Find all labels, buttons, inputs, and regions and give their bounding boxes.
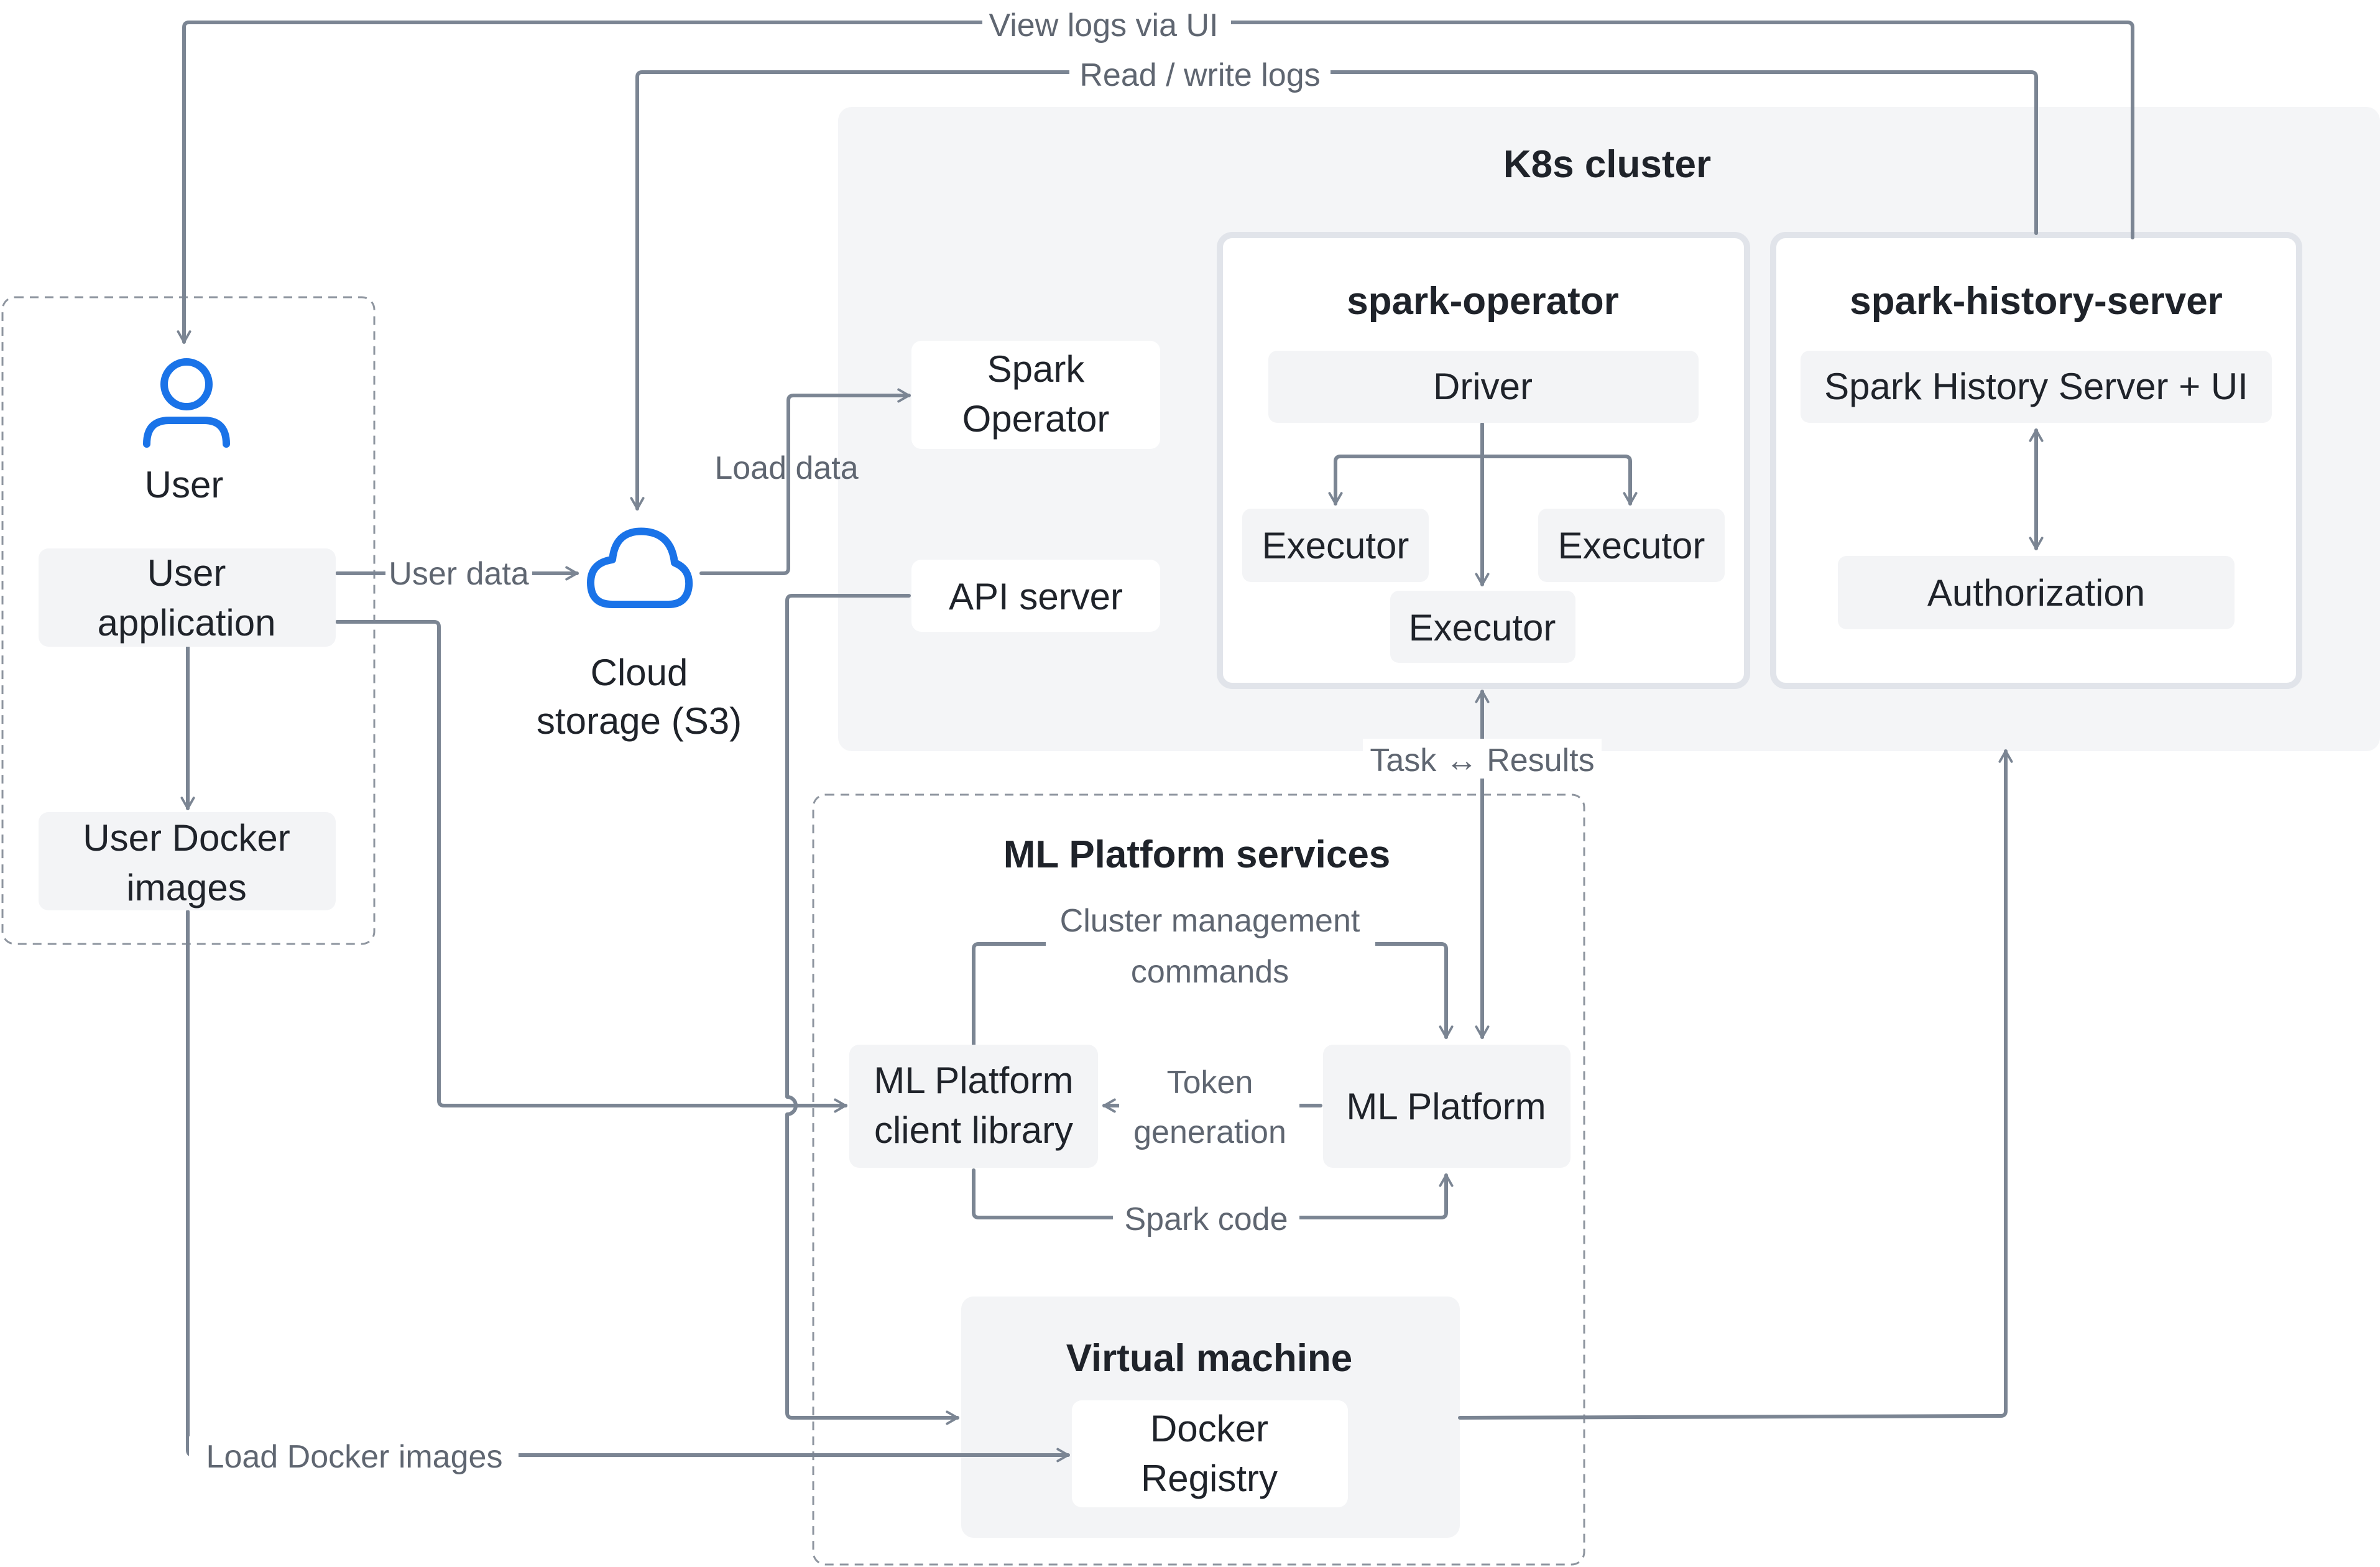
docker-registry-label-1: Docker [1150,1408,1268,1449]
authorization-node [1838,556,2235,629]
spark-operator-title: spark-operator [1347,280,1619,323]
user-docker-images-label-2: images [126,867,246,908]
label-cluster-management-2: commands [1131,954,1289,990]
edge-vm-to-k8s [1458,749,2013,1420]
ml-platform-client-label-1: ML Platform [874,1060,1073,1101]
driver-label: Driver [1433,366,1533,407]
ml-platform-node [1323,1045,1571,1168]
ml-platform-client-label-2: client library [874,1109,1073,1151]
user-icon [143,358,230,448]
label-cluster-management-1: Cluster management [1060,903,1360,939]
history-server-ui-label: Spark History Server + UI [1824,366,2248,407]
cloud-icon [587,527,693,608]
user-application-node [39,548,336,647]
executor-right-label: Executor [1558,525,1705,566]
driver-node [1268,351,1699,423]
docker-registry-label-2: Registry [1141,1458,1278,1499]
executor-left-label: Executor [1262,525,1409,566]
spark-operator-label-1: Spark [987,348,1086,390]
label-spark-code: Spark code [1124,1201,1288,1237]
executor-left-node [1242,509,1429,582]
label-view-logs: View logs via UI [989,7,1219,44]
spark-history-server-title: spark-history-server [1850,280,2223,323]
k8s-cluster-title: K8s cluster [1503,143,1711,186]
ml-platform-services-group [812,793,1585,1566]
ml-platform-label: ML Platform [1346,1086,1546,1127]
user-docker-images-label-1: User Docker [83,817,290,859]
ml-platform-client-node [849,1045,1098,1168]
user-docker-images-node [39,812,336,910]
history-server-ui-node [1801,351,2272,423]
executor-bottom-node [1390,591,1575,663]
label-read-write-logs: Read / write logs [1079,57,1320,93]
executor-right-node [1538,509,1725,582]
label-user-data: User data [389,556,529,592]
cloud-storage-label-2: storage (S3) [537,700,742,742]
edge-driver-executor-right [1480,455,1638,506]
edge-driver-executor-left [1328,422,1484,506]
virtual-machine-title: Virtual machine [1066,1337,1353,1380]
api-server-node [911,560,1160,632]
user-application-label-2: application [98,602,276,644]
docker-registry-node [1072,1400,1348,1507]
label-load-data: Load data [714,450,858,486]
label-load-docker-images: Load Docker images [206,1439,503,1475]
edge-load-data [699,388,911,575]
label-token-generation-1: Token [1167,1065,1253,1101]
edge-load-docker-images [186,910,1070,1463]
api-server-label: API server [949,576,1123,617]
executor-bottom-label: Executor [1409,607,1556,649]
edge-api-to-vm [785,594,959,1425]
cloud-storage-label-1: Cloud [591,652,688,693]
edge-app-to-client [335,620,847,1107]
user-application-label-1: User [147,552,226,594]
label-task-results: Task ↔ Results [1370,742,1594,779]
ml-platform-services-title: ML Platform services [1003,833,1391,876]
spark-operator-label-2: Operator [962,398,1110,440]
label-token-generation-2: generation [1133,1114,1286,1150]
spark-operator-node [911,341,1160,449]
edge-read-write-logs [630,70,2038,511]
user-label: User [145,464,224,506]
authorization-label: Authorization [1927,572,2145,614]
